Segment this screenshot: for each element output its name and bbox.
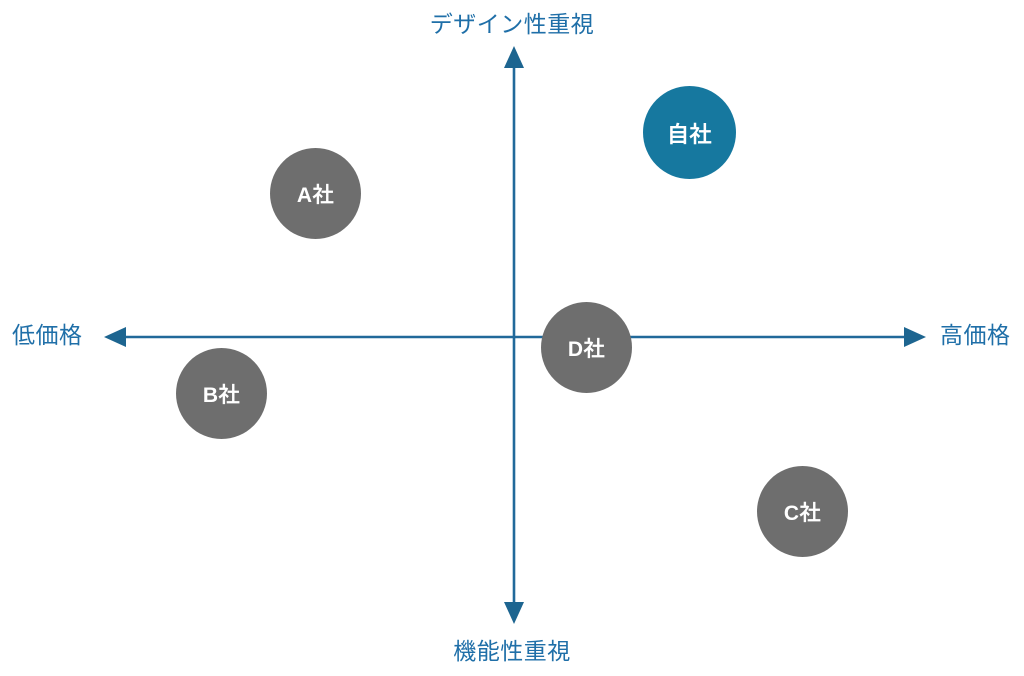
axis-label-right: 高価格	[940, 322, 1011, 348]
bubble-d-company[interactable]: D社	[541, 302, 632, 393]
bubble-c-company[interactable]: C社	[757, 466, 848, 557]
bubble-label-b-company: B社	[202, 383, 241, 407]
bubble-a-company[interactable]: A社	[270, 148, 361, 239]
axis-arrow-up-icon	[504, 46, 524, 68]
axis-label-left: 低価格	[12, 322, 83, 348]
bubble-label-c-company: C社	[783, 501, 822, 525]
axis-label-top: デザイン性重視	[0, 13, 1024, 36]
axis-arrow-left-icon	[104, 327, 126, 347]
axis-label-top-text: デザイン性重視	[429, 11, 595, 37]
axis-label-bottom: 機能性重視	[0, 640, 1024, 663]
bubble-label-d-company: D社	[567, 337, 606, 361]
bubble-own-company[interactable]: 自社	[643, 86, 736, 179]
axis-arrow-down-icon	[504, 602, 524, 624]
axis-arrow-right-icon	[904, 327, 926, 347]
bubble-label-own-company: 自社	[666, 121, 712, 147]
axis-label-bottom-text: 機能性重視	[453, 638, 571, 664]
bubble-b-company[interactable]: B社	[176, 348, 267, 439]
bubble-label-a-company: A社	[296, 183, 335, 207]
